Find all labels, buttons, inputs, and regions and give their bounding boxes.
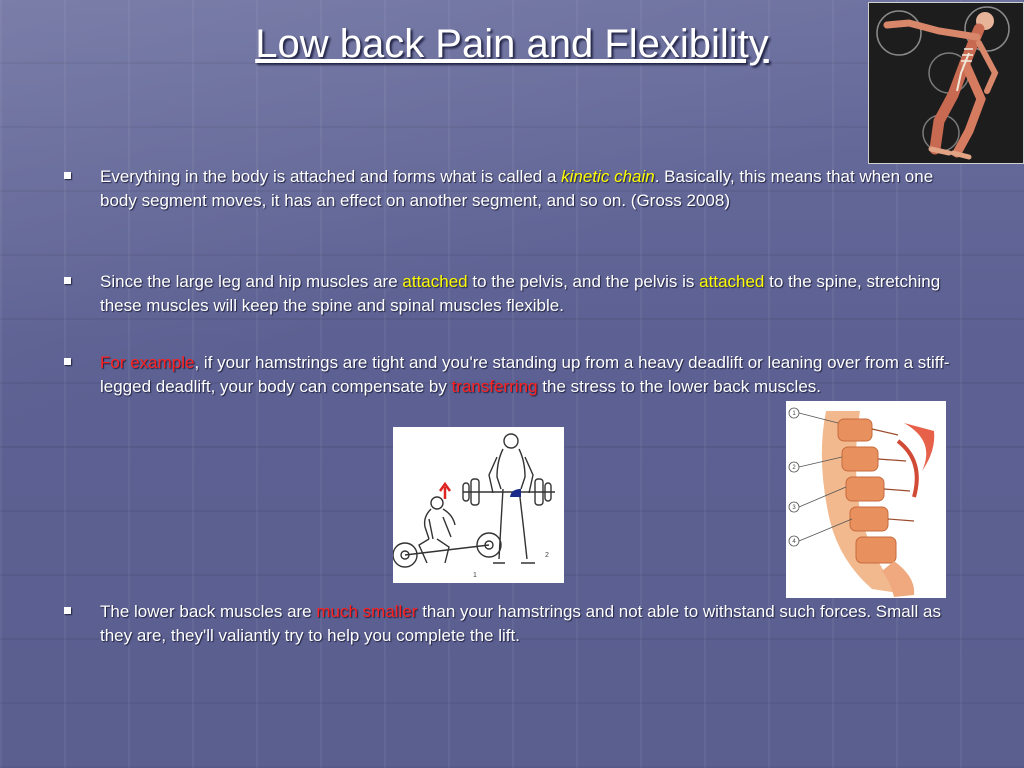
- deadlift-label-1: 1: [473, 572, 477, 579]
- spine-label-2: 2: [792, 465, 796, 471]
- highlight-transferring: transferring: [451, 377, 538, 396]
- bullet-text: The lower back muscles are much smaller …: [100, 602, 941, 645]
- bullet-item-attached: Since the large leg and hip muscles are …: [64, 270, 964, 318]
- highlight-much-smaller: much smaller: [316, 602, 418, 621]
- bullet-marker: [64, 358, 71, 365]
- spine-label-4: 4: [792, 539, 796, 545]
- highlight-attached-2: attached: [699, 272, 765, 291]
- bullet-marker: [64, 277, 71, 284]
- bullet-text: Since the large leg and hip muscles are …: [100, 272, 941, 315]
- deadlift-illustration: 1 2: [393, 427, 564, 583]
- bullet-item-kinetic-chain: Everything in the body is attached and f…: [64, 165, 964, 213]
- bullet-item-example: For example, if your hamstrings are tigh…: [64, 351, 964, 399]
- slide-title: Low back Pain and Flexibility: [255, 22, 769, 66]
- highlight-attached-1: attached: [402, 272, 468, 291]
- bullet-marker: [64, 607, 71, 614]
- bullet-item-lower-back: The lower back muscles are much smaller …: [64, 600, 964, 648]
- bullet-text: Everything in the body is attached and f…: [100, 167, 934, 210]
- bullet-text: For example, if your hamstrings are tigh…: [100, 353, 950, 396]
- deadlift-label-2: 2: [545, 552, 549, 559]
- lumbar-spine-illustration: 1 2 3 4: [786, 401, 946, 598]
- anatomy-figure-image: [868, 2, 1024, 164]
- spine-label-3: 3: [792, 505, 796, 511]
- spine-label-1: 1: [792, 411, 796, 417]
- highlight-kinetic-chain: kinetic chain: [561, 167, 655, 186]
- bullet-marker: [64, 172, 71, 179]
- highlight-for-example: For example: [100, 353, 195, 372]
